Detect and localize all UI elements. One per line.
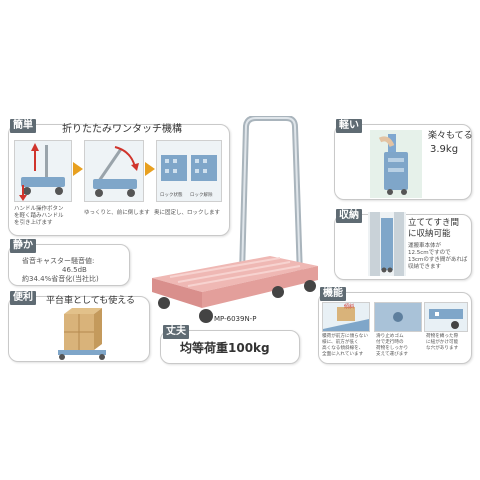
fold-step1-caption-line3: を引き上げます	[14, 220, 53, 226]
quiet-noise-value: 46.5dB	[62, 266, 87, 274]
cart-main-illustration	[152, 116, 318, 323]
quiet-noise-reduction: 約34.4%省音化(当社比)	[22, 275, 99, 283]
light-tag: 軽い	[336, 119, 362, 133]
antislip-illustration	[375, 303, 421, 331]
function-cap2-line4: 支えて運びます	[376, 352, 408, 357]
incline-image	[322, 302, 370, 332]
function-cap1-line3: 高くなる傾斜線を、	[322, 346, 364, 351]
function-cap3-line3: な穴があります	[426, 346, 459, 351]
flatcart-tag: 便利	[10, 291, 36, 305]
lock-release-label: ロック解除	[190, 193, 213, 198]
storage-line2: に収納可能	[408, 229, 451, 239]
fold-step1-caption-line1: ハンドル操作ボタン	[14, 206, 64, 212]
storage-note-line1: 運搬車本体が	[408, 243, 442, 249]
function-cap2-line1: 滑り止めゴム	[376, 334, 404, 339]
incline-label: 傾斜	[344, 304, 355, 310]
storage-note-line2: 12.5cmですので	[408, 250, 451, 256]
flatcart-boxes-illustration	[58, 308, 106, 360]
quiet-noise-label: 省音キャスター騒音値:	[22, 257, 95, 265]
simple-title: 折りたたみワンタッチ機構	[62, 124, 182, 135]
step-arrow-icon	[145, 162, 155, 176]
fold-step2-caption: ゆっくりと、前に倒します	[84, 210, 150, 216]
tiehole-image	[424, 302, 468, 332]
tiehole-illustration	[425, 303, 467, 331]
cart-fold-step1-illustration	[19, 143, 65, 201]
storage-note-line4: 収納できます	[408, 264, 442, 270]
function-cap1-line4: 全面に入れています	[322, 352, 364, 357]
strong-tag: 丈夫	[163, 325, 189, 339]
step-arrow-icon	[73, 162, 83, 176]
strong-title: 均等荷重100kg	[180, 341, 270, 355]
fold-step2-image	[84, 140, 144, 202]
function-cap2-line2: 付で走行時の	[376, 340, 404, 345]
model-number: MP-6039N-P	[214, 315, 257, 323]
function-tag: 機能	[320, 287, 346, 301]
storage-line1: 立ててすき間	[408, 218, 460, 228]
storage-tag: 収納	[336, 209, 362, 223]
flatcart-title: 平台車としても使える	[46, 296, 136, 306]
incline-illustration	[323, 303, 369, 331]
function-cap1-line1: 積荷が前方に傾らない	[322, 334, 368, 339]
function-cap2-line3: 荷物をしっかり	[376, 346, 409, 351]
cart-fold-step3-illustration	[161, 155, 217, 181]
light-weight: 3.9kg	[430, 144, 459, 155]
fold-step1-caption-line2: を軽く踏みハンドル	[14, 213, 64, 219]
storage-gap-illustration	[368, 212, 406, 276]
lock-state-label: ロック状態	[160, 193, 183, 198]
fold-step3-caption: 奥に固定し、ロックします	[154, 210, 221, 216]
function-cap1-line2: 様に、前方が低く	[322, 340, 359, 345]
quiet-tag: 静か	[10, 239, 36, 253]
antislip-image	[374, 302, 422, 332]
storage-note-line3: 13cmのすき間があれば	[408, 257, 468, 263]
function-cap3-line1: 荷物を縛った際	[426, 334, 459, 339]
fold-step3-image	[156, 140, 222, 202]
light-line1: 楽々もてる	[428, 131, 473, 141]
function-cap3-line2: に紐がかけ可能	[426, 340, 459, 345]
cart-fold-step2-illustration	[93, 146, 139, 197]
simple-tag: 簡単	[10, 119, 36, 133]
fold-step1-image	[14, 140, 72, 202]
carry-cart-illustration	[370, 130, 422, 198]
